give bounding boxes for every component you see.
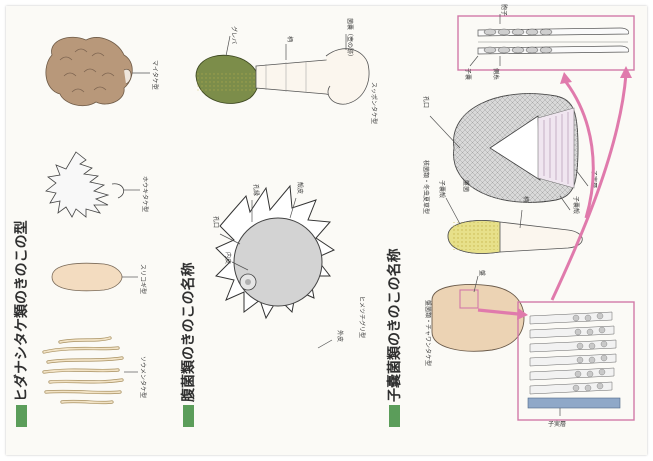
label-peristome: 孔口 (212, 216, 220, 228)
label-apothecium-type: 盤菌類・チャワンタケ型 (424, 300, 432, 366)
label-cordyceps-type: 核菌類・冬虫夏草型 (422, 160, 430, 214)
surikogi-illustration: スリコギ型 (52, 263, 147, 294)
label-hokitake: ホウキタケ型 (141, 176, 149, 212)
label-disc: 盤 (478, 270, 486, 276)
arrow-head (620, 66, 632, 78)
suppontake-illustration: グレバ 柄 菌嚢（壺の跡） スッポンタケ型 (196, 18, 378, 124)
label-peridium: 殻皮 (296, 182, 304, 194)
hymenium-section-detail: 子実層 (518, 302, 634, 428)
arrow-head (560, 72, 572, 84)
section-header-left: ヒダナシタケ類のきのこの型 (13, 220, 30, 427)
label-paraphysis: 側糸 (492, 68, 500, 80)
label-ostiole: 孔口 (422, 96, 430, 108)
section-header-right: 子嚢菌類のきのこの名称 (386, 248, 403, 427)
left-section-title: ヒダナシタケ類のきのこの型 (13, 220, 30, 402)
label-gleba: グレバ (230, 26, 238, 44)
maitake-illustration: マイタケ型 (46, 37, 159, 105)
green-marker (389, 405, 400, 427)
label-mid: 盤菌 (462, 180, 470, 192)
hokitake-illustration: ホウキタケ型 (46, 152, 149, 217)
label-hymenium-section: 子実層 (548, 420, 566, 428)
section-header-middle: 腹菌類のきのこの名称 (180, 262, 197, 427)
label-ascus: 子嚢 (464, 68, 472, 80)
label-maitake: マイタケ型 (151, 60, 159, 90)
label-spore: 胞子 (500, 4, 508, 16)
label-himetsuchiguri-type: ヒメツチグリ型 (358, 296, 366, 338)
label-stem: 柄 (286, 36, 294, 42)
apothecium-illustration: 盤 盤菌類・チャワンタケ型 (424, 270, 524, 366)
label-suppon-type: スッポンタケ型 (370, 82, 378, 124)
label-stipe: 柄 (522, 196, 530, 202)
label-head: 子嚢殻 (438, 180, 446, 198)
label-somentake: ソウメンタケ型 (139, 356, 147, 398)
earthstar-illustration: 孔口 孔縁 殻皮 内皮 外皮 ヒメツチグリ型 (212, 182, 366, 348)
middle-section-title: 腹菌類のきのこの名称 (180, 262, 197, 402)
green-marker (16, 405, 27, 427)
label-volva: 菌嚢（壺の跡） (346, 18, 354, 60)
right-section-title: 子嚢菌類のきのこの名称 (386, 248, 403, 402)
label-surikogi: スリコギ型 (139, 264, 147, 294)
ascus-detail: 胞子 子嚢 側糸 (458, 4, 634, 80)
green-marker (183, 405, 194, 427)
perithecium-illustration: 孔口 子嚢殻 子実層 (422, 94, 598, 214)
label-endoperidium: 内皮 (224, 252, 232, 264)
label-exoperidium: 外皮 (336, 330, 344, 342)
somentake-illustration: ソウメンタケ型 (44, 338, 147, 403)
label-perithecium: 子嚢殻 (572, 196, 580, 214)
label-perisgleba: 孔縁 (252, 184, 260, 196)
